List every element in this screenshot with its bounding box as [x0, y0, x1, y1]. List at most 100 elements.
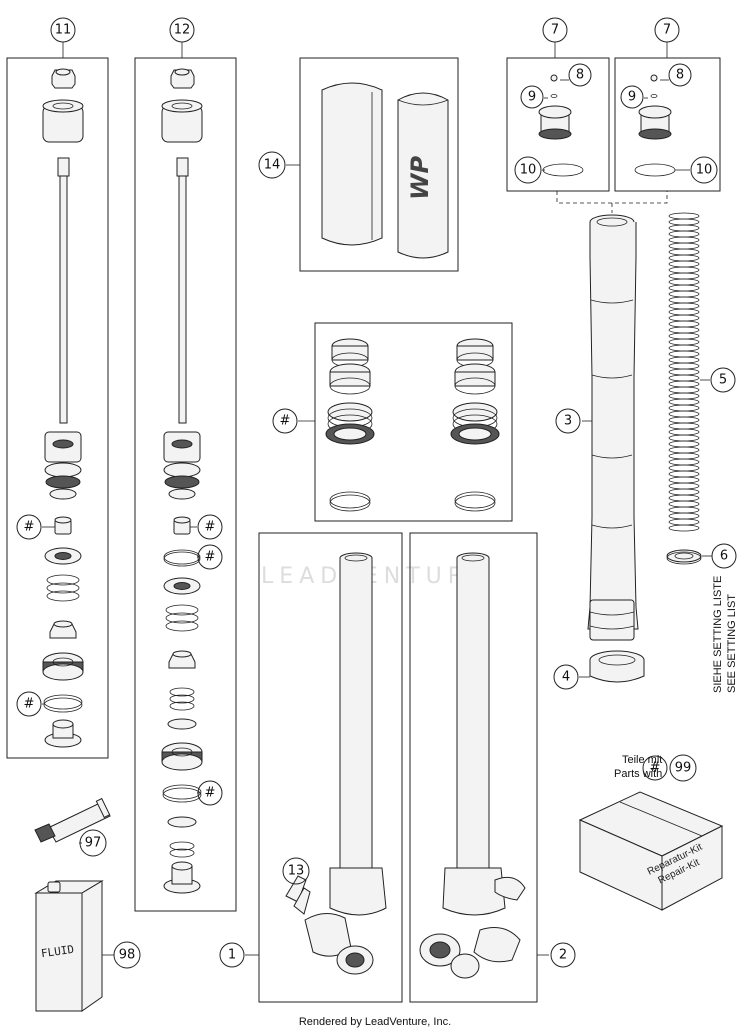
wp-logo: WP	[406, 156, 434, 200]
callout-97: 97	[79, 829, 107, 857]
svg-text:14: 14	[264, 158, 281, 173]
spring-coil	[668, 338, 700, 346]
callout-6: 6	[711, 543, 737, 569]
spring-coil	[668, 404, 700, 412]
spring-coil	[668, 392, 700, 400]
siehe-setting-label: SIEHE SETTING LISTE	[712, 576, 724, 693]
repair-kit-box: Reparatur-Kit Repair-Kit	[578, 791, 724, 911]
svg-text:2: 2	[559, 948, 567, 963]
fork-caps	[506, 42, 721, 213]
svg-text:99: 99	[675, 761, 692, 776]
svg-text:#: #	[205, 786, 216, 801]
spring-coil	[668, 356, 700, 364]
spring-coil	[668, 260, 700, 268]
svg-text:#: #	[205, 550, 216, 565]
spring-coil	[668, 476, 700, 484]
spring-coil	[668, 212, 700, 220]
spring-coil	[668, 398, 700, 406]
svg-text:5: 5	[719, 373, 727, 388]
spring-coil	[668, 272, 700, 280]
see-setting-label: SEE SETTING LIST	[726, 594, 738, 693]
svg-text:4: 4	[562, 670, 570, 685]
svg-text:9: 9	[528, 90, 536, 105]
fork-spring	[668, 212, 710, 532]
spring-coil	[668, 464, 700, 472]
footer-credit: Rendered by LeadVenture, Inc.	[298, 1016, 452, 1028]
callout-9b: 9	[620, 85, 644, 109]
grease-tube	[34, 797, 111, 844]
callout-5: 5	[710, 367, 736, 393]
callout-9a: 9	[520, 85, 544, 109]
spring-coil	[668, 332, 700, 340]
spring-coil	[668, 320, 700, 328]
callout-98: 98	[113, 941, 141, 969]
spring-coil	[668, 248, 700, 256]
callout-7a: 7	[542, 17, 568, 43]
fork-protector-sleeves: WP	[286, 57, 459, 272]
spring-coil	[668, 440, 700, 448]
callout-hash-l1: #	[16, 514, 42, 540]
callout-7b: 7	[654, 17, 680, 43]
svg-text:#: #	[24, 697, 35, 712]
spring-coil	[668, 302, 700, 310]
callout-10b: 10	[690, 156, 718, 184]
callout-4: 4	[553, 664, 579, 690]
spring-coil	[668, 386, 700, 394]
spring-coil	[668, 242, 700, 250]
callout-hash-r3: #	[197, 780, 223, 806]
spring-coil	[668, 266, 700, 274]
spring-coil	[668, 524, 700, 532]
callout-8b: 8	[668, 63, 692, 87]
spring-coil	[668, 224, 700, 232]
svg-text:#: #	[650, 761, 661, 776]
svg-text:10: 10	[696, 163, 713, 178]
spring-coil	[668, 380, 700, 388]
callout-hash-l2: #	[16, 691, 42, 717]
cartridge-left	[6, 42, 109, 759]
svg-text:#: #	[280, 414, 291, 429]
spring-coil	[668, 494, 700, 502]
svg-text:6: 6	[720, 549, 728, 564]
spring-coil	[668, 308, 700, 316]
callout-hash-bushings: #	[272, 408, 298, 434]
spring-coil	[668, 518, 700, 526]
fork-leg-left	[245, 532, 403, 1003]
callout-1: 1	[219, 942, 245, 968]
svg-text:8: 8	[676, 68, 684, 83]
callouts: 11 12 7 7 8 8 9 9 10 10 14 # 3 5 6 4 # #…	[16, 17, 737, 969]
bushings-seals-set	[298, 322, 513, 522]
spring-coil	[668, 446, 700, 454]
watermark: LEADVENTURE	[261, 564, 489, 589]
callout-hash-kit: #	[642, 755, 668, 781]
spring-coil	[668, 350, 700, 358]
spring-coil	[668, 410, 700, 418]
spring-coil	[668, 296, 700, 304]
spring-coil	[668, 368, 700, 376]
spring-coil	[668, 344, 700, 352]
outer-tube	[582, 214, 639, 641]
spring-coil	[668, 500, 700, 508]
spring-coil	[668, 416, 700, 424]
svg-text:10: 10	[520, 163, 537, 178]
spring-coil	[668, 506, 700, 514]
spring-coil	[668, 236, 700, 244]
spring-coil	[668, 482, 700, 490]
callout-10a: 10	[514, 156, 542, 184]
spring-coil	[668, 254, 700, 262]
spring-coil	[668, 434, 700, 442]
cartridge-right	[134, 42, 237, 912]
spring-seat	[666, 549, 712, 565]
svg-text:#: #	[24, 520, 35, 535]
svg-text:1: 1	[228, 948, 236, 963]
callout-13: 13	[282, 857, 310, 885]
spring-coil	[668, 458, 700, 466]
axle-clamp-collar	[579, 650, 645, 683]
spring-coil	[668, 470, 700, 478]
svg-text:98: 98	[119, 948, 136, 963]
svg-text:11: 11	[55, 23, 72, 38]
spring-coil	[668, 428, 700, 436]
parts-with-label: Parts with	[614, 768, 662, 780]
callout-99: 99	[669, 754, 697, 782]
fork-leg-right	[409, 532, 549, 1003]
svg-text:9: 9	[628, 90, 636, 105]
